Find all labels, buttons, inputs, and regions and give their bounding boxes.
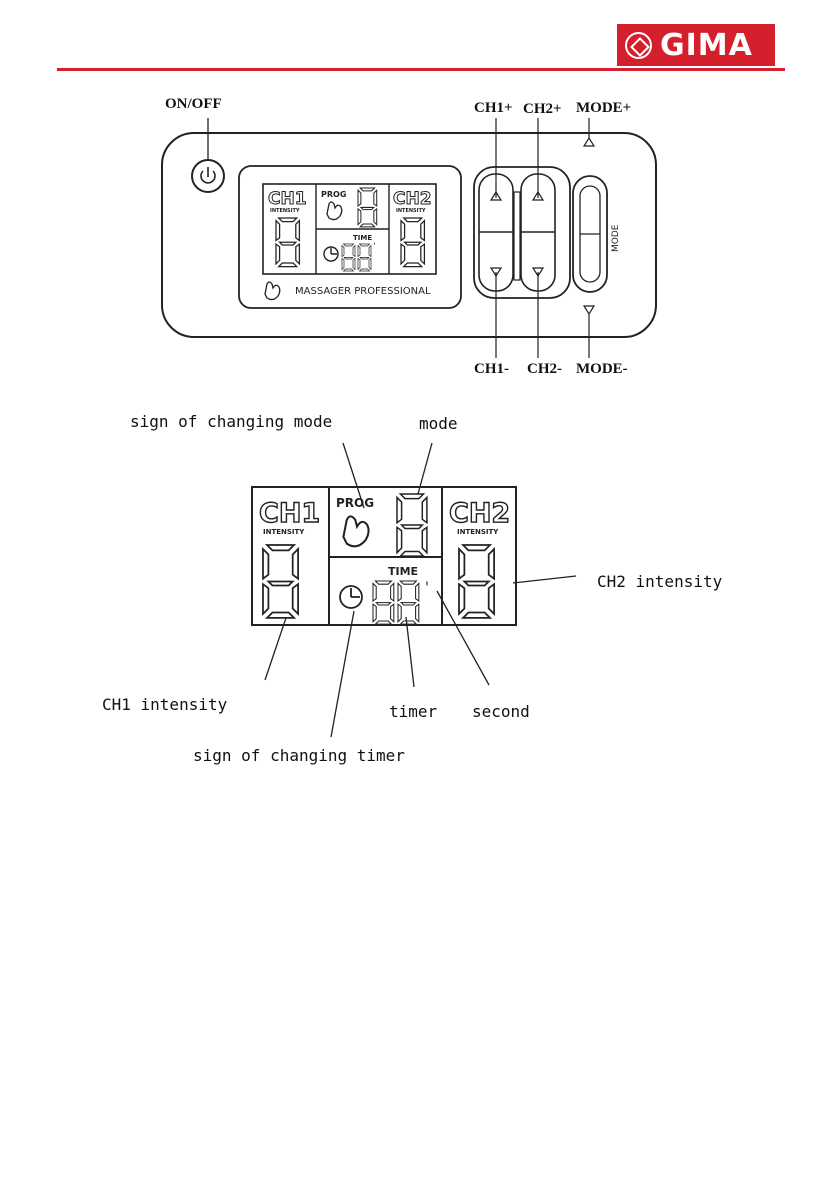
device-illustration: CH1 INTENSITY PROG TIME ' CH2 INTENSITY … [0, 0, 840, 400]
big-lcd-ch2-intensity: INTENSITY [457, 528, 499, 536]
lcd-time: TIME [353, 234, 372, 242]
big-lcd-ch1: CH1 [259, 498, 320, 529]
big-lcd-second-tick: ' [425, 580, 429, 596]
lcd-ch2: CH2 [393, 189, 432, 209]
lcd-ch1: CH1 [268, 189, 307, 209]
lcd-ch1-intensity: INTENSITY [270, 208, 300, 214]
big-lcd-ch2: CH2 [449, 498, 510, 529]
big-lcd-prog: PROG [336, 496, 374, 510]
big-lcd-time: TIME [388, 565, 418, 578]
display-diagram: CH1 INTENSITY PROG TIME ' CH2 INTENSITY [0, 400, 840, 800]
mode-side-label: MODE [611, 224, 621, 252]
power-button[interactable] [192, 160, 224, 192]
big-lcd-ch1-intensity: INTENSITY [263, 528, 305, 536]
lcd-second-tick: ' [373, 242, 375, 252]
lcd-prog: PROG [321, 190, 346, 199]
lcd-ch2-intensity: INTENSITY [396, 208, 426, 214]
lcd-brand: MASSAGER PROFESSIONAL [295, 286, 431, 297]
